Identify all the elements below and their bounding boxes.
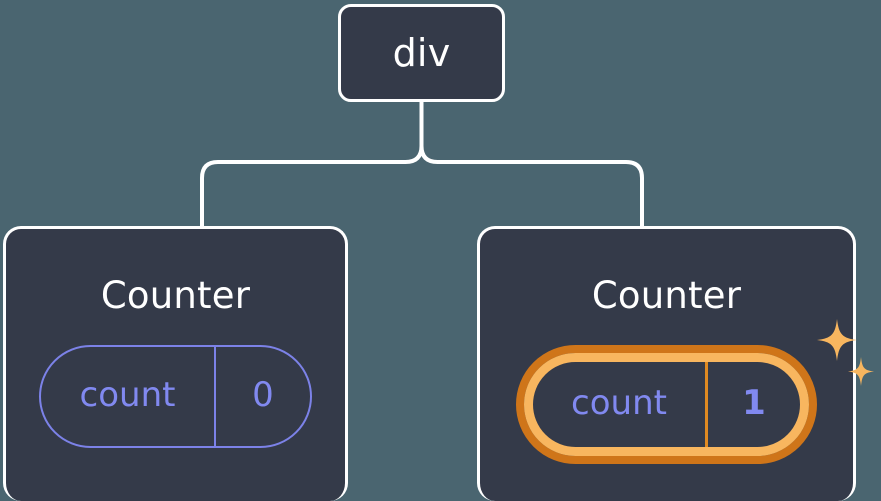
state-pill-wrap-left: count 0	[39, 345, 312, 448]
node-div[interactable]: div	[338, 4, 505, 102]
card-counter-left[interactable]: Counter count 0	[3, 226, 348, 501]
card-counter-right[interactable]: Counter count 1	[477, 226, 874, 501]
card-title-right: Counter	[591, 274, 742, 317]
state-value-right: 1	[705, 362, 800, 447]
node-div-label: div	[392, 31, 451, 75]
sparkle-group	[817, 319, 874, 386]
state-pill-wrap-right: count 1	[516, 319, 874, 464]
state-pill-left[interactable]: count 0	[39, 345, 312, 448]
state-key-left: count	[79, 375, 176, 415]
state-value-left: 0	[214, 347, 310, 446]
card-title-left: Counter	[100, 274, 251, 317]
connector-to-left-child	[200, 145, 424, 228]
state-key-right: count	[571, 383, 667, 423]
sparkle-small-icon	[848, 357, 874, 386]
state-pill-right[interactable]: count 1	[524, 353, 809, 456]
state-pill-highlight-ring[interactable]: count 1	[516, 345, 817, 464]
sparkle-large-icon	[817, 319, 857, 361]
connector-to-right-child	[419, 145, 644, 228]
